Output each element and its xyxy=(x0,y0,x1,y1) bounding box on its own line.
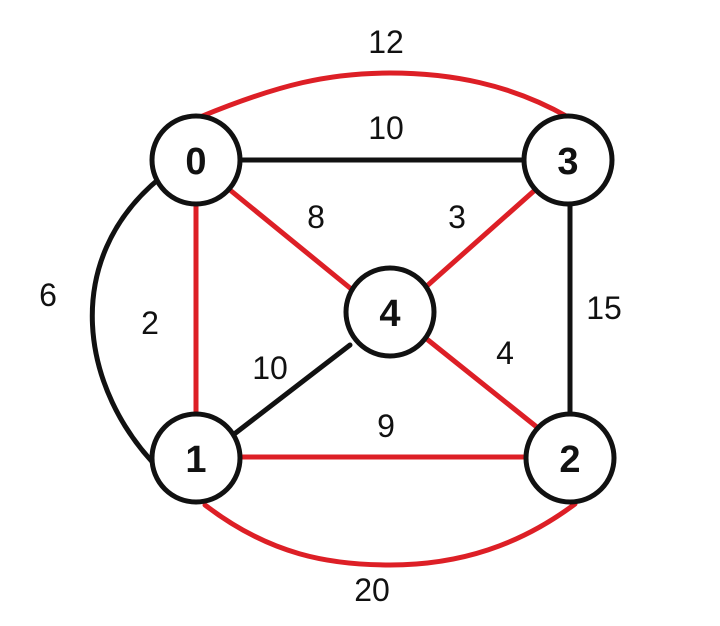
edge-weight-label: 10 xyxy=(368,110,404,146)
edge-0-4-w8 xyxy=(227,187,353,291)
edge-weight-label: 20 xyxy=(354,572,390,608)
node-circle xyxy=(149,113,243,207)
edge-1-2-w20 xyxy=(202,501,578,568)
node-circle xyxy=(521,113,615,207)
node-circle xyxy=(149,411,243,505)
node-label: 2 xyxy=(559,439,580,481)
edge-weight-label: 6 xyxy=(39,277,57,313)
node-label: 1 xyxy=(185,439,206,481)
edge-weight-label: 9 xyxy=(377,408,395,444)
node-layer: 0 1 2 3 4 xyxy=(149,113,617,505)
node-1: 1 xyxy=(149,411,243,505)
node-0: 0 xyxy=(149,113,243,207)
edge-layer xyxy=(89,70,578,568)
node-4: 4 xyxy=(343,265,437,359)
edge-0-3-w12 xyxy=(197,70,571,120)
node-3: 3 xyxy=(521,113,615,207)
node-label: 0 xyxy=(185,141,206,183)
edge-weight-label: 15 xyxy=(586,290,622,326)
edge-1-4-w10 xyxy=(230,342,353,438)
node-label: 3 xyxy=(557,141,578,183)
edge-0-1-w6 xyxy=(89,175,163,473)
node-circle xyxy=(343,265,437,359)
edge-weight-label: 4 xyxy=(496,335,514,371)
edge-weight-label: 10 xyxy=(252,350,288,386)
node-circle xyxy=(523,411,617,505)
edge-3-4-w3 xyxy=(425,187,538,288)
edge-weight-label: 12 xyxy=(368,24,404,60)
edge-weight-label: 3 xyxy=(448,199,466,235)
node-label: 4 xyxy=(379,293,400,335)
node-2: 2 xyxy=(523,411,617,505)
edge-4-2-w4 xyxy=(425,337,541,431)
edge-weight-label: 2 xyxy=(141,305,159,341)
edge-weight-label: 8 xyxy=(307,199,325,235)
